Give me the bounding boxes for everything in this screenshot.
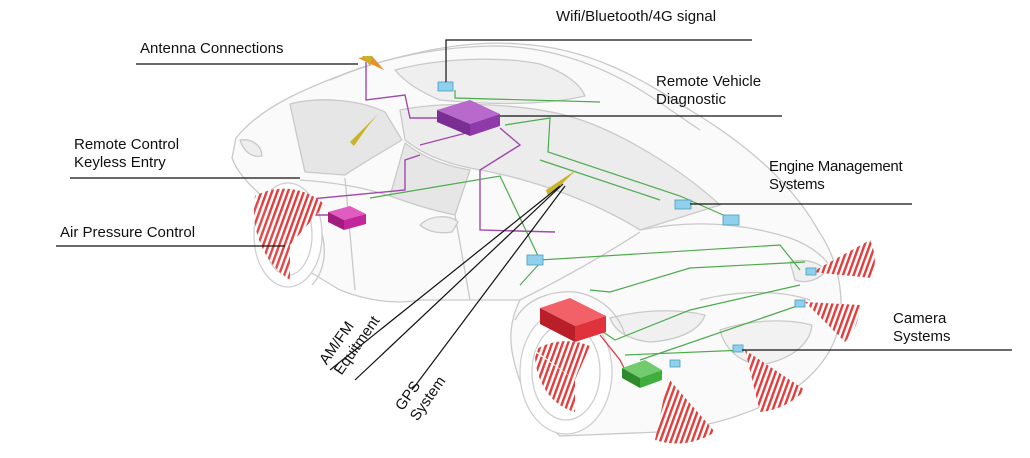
sensor-wave-icon <box>253 188 875 444</box>
callout-lines <box>56 39 1012 391</box>
label-engine-management: Engine Management Systems <box>769 158 903 193</box>
label-wifi-signal: Wifi/Bluetooth/4G signal <box>556 8 717 25</box>
label-remote-vehicle-diagnostic: Remote Vehicle Diagnostic <box>656 73 762 108</box>
control-module-icon <box>328 100 662 388</box>
label-antenna-connections: Antenna Connections <box>140 40 284 57</box>
antenna-icon <box>350 56 576 196</box>
sensor-node-icons <box>437 81 817 368</box>
wiring-red <box>599 334 626 371</box>
label-remote-control-keyless-entry: Remote Control Keyless Entry <box>74 136 180 171</box>
car-outline-icon <box>231 42 842 437</box>
wiring-green <box>369 90 806 361</box>
label-air-pressure-control: Air Pressure Control <box>60 224 196 241</box>
label-camera-systems: Camera Systems <box>893 310 951 345</box>
